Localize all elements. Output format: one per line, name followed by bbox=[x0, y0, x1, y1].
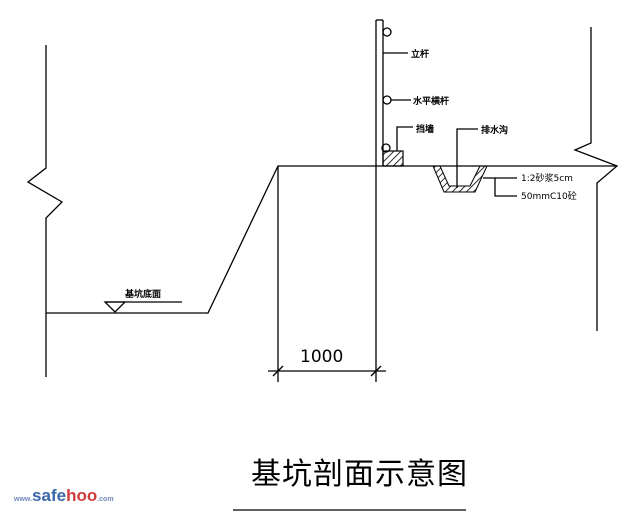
elevation-marker-icon bbox=[103, 301, 127, 313]
label-horizontal-bar: 水平横杆 bbox=[413, 95, 449, 107]
bar-section-circle bbox=[382, 95, 392, 105]
label-pit-bottom: 基坑底面 bbox=[124, 288, 161, 300]
watermark-brand-b: hoo bbox=[66, 486, 98, 505]
bar-section-circle bbox=[382, 27, 392, 37]
dimension-tick bbox=[272, 365, 284, 377]
retaining-wall-block bbox=[382, 150, 404, 167]
label-retaining-wall: 挡墙 bbox=[416, 123, 434, 135]
label-upright-pole: 立杆 bbox=[411, 48, 429, 60]
watermark-brand-a: safe bbox=[32, 486, 67, 505]
label-drain-ditch: 排水沟 bbox=[481, 124, 508, 136]
right-break-line bbox=[573, 27, 619, 331]
leader-line bbox=[396, 126, 413, 151]
watermark-suffix: .com bbox=[97, 496, 114, 503]
leader-line bbox=[456, 128, 478, 188]
dimension-label: 1000 bbox=[300, 347, 343, 367]
label-mortar-layer: 1:2砂浆5cm bbox=[521, 172, 573, 184]
dimension-tick bbox=[370, 365, 382, 377]
label-concrete-layer: 50mmC10砼 bbox=[521, 190, 577, 202]
pit-bottom-slope bbox=[46, 165, 617, 314]
diagram-title: 基坑剖面示意图 bbox=[251, 457, 468, 492]
drain-ditch bbox=[432, 165, 488, 193]
leader-line bbox=[483, 177, 517, 197]
watermark-logo: www.safehoo.com bbox=[14, 486, 114, 506]
watermark-prefix: www. bbox=[14, 496, 33, 503]
left-break-line bbox=[26, 45, 64, 377]
